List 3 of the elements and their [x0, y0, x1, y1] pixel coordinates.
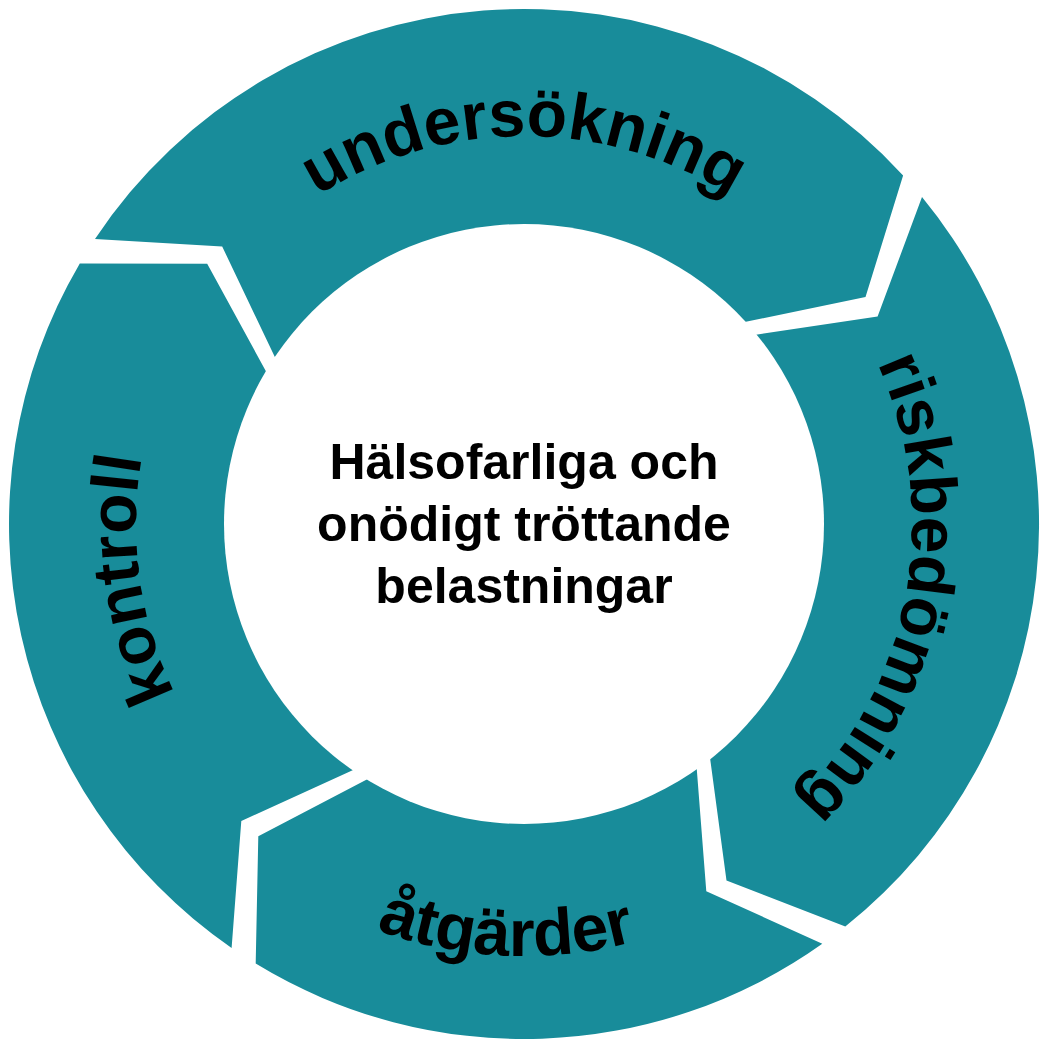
center-heading: Hälsofarliga och onödigt tröttande belastningar [316, 433, 732, 616]
segment-label: åtgärder [371, 873, 640, 971]
segment-label: undersökning [287, 75, 761, 208]
